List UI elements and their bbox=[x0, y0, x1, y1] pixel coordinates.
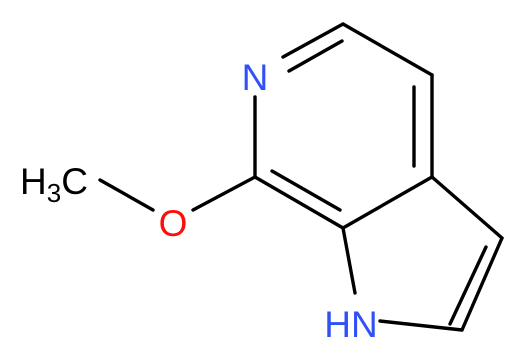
methyl-c: C bbox=[61, 161, 88, 202]
methyl-subscript: 3 bbox=[47, 178, 61, 208]
bond-c7a-c7 bbox=[253, 175, 345, 230]
bond-c5-c4 bbox=[341, 22, 434, 77]
bonds bbox=[98, 22, 504, 332]
atom-methyl: H3C bbox=[20, 161, 88, 208]
atom-n-pyrrole: HN bbox=[324, 304, 377, 345]
atom-n-pyridine: N bbox=[242, 57, 269, 98]
methyl-h: H bbox=[20, 161, 47, 202]
bond-c3-c2 bbox=[460, 236, 504, 332]
bond-c7-o bbox=[191, 175, 257, 212]
atom-oxygen: O bbox=[159, 203, 188, 244]
atom-labels: N O H3C HN bbox=[20, 57, 378, 345]
bond-n1-c7a bbox=[341, 226, 357, 295]
bond-c3-c2-inner bbox=[448, 245, 488, 326]
bond-c3a-c3 bbox=[430, 175, 504, 240]
bond-c7a-c7-inner bbox=[270, 169, 342, 212]
bond-n6-c5 bbox=[281, 22, 345, 59]
bond-c3a-c7a bbox=[341, 175, 434, 230]
bond-n6-c5-inner bbox=[287, 39, 344, 73]
bond-c2-n1 bbox=[378, 319, 464, 332]
bond-o-ch3 bbox=[98, 178, 155, 212]
